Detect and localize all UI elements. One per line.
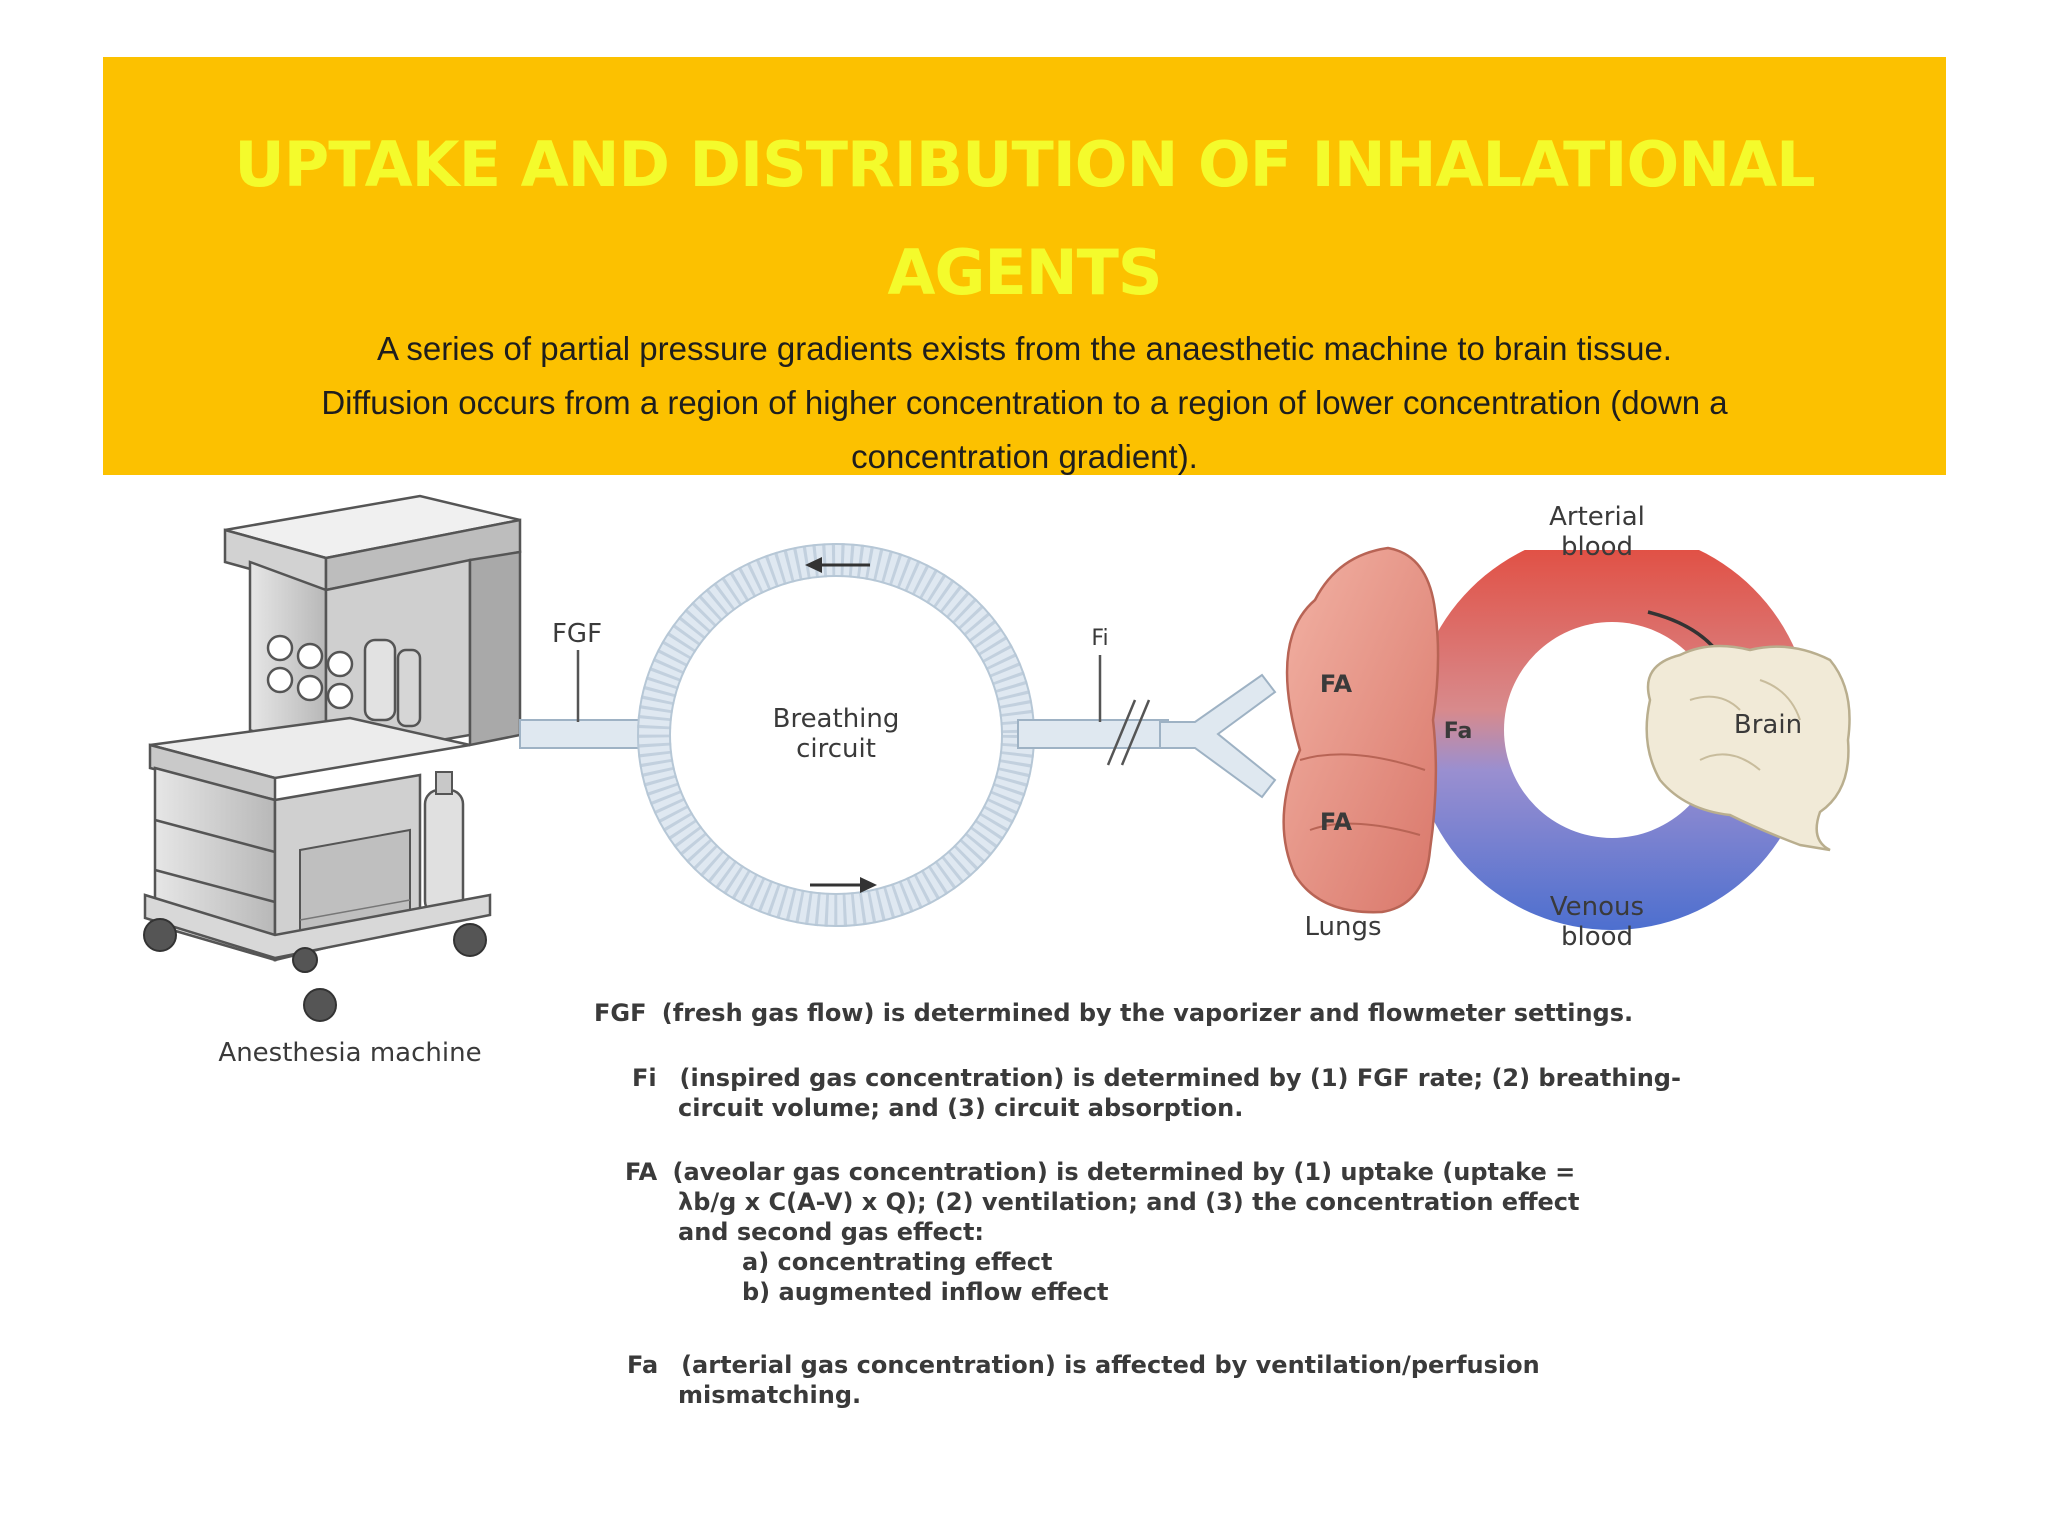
legend-fi: Fi (inspired gas concentration) is deter… [632, 1063, 1681, 1093]
legend-fart-cont: mismatching. [678, 1380, 861, 1410]
subtitle-line-1: A series of partial pressure gradients e… [377, 330, 1672, 367]
fi-label: Fi [1091, 626, 1108, 651]
fgf-label: FGF [552, 619, 602, 649]
slide-title-line-1: UPTAKE AND DISTRIBUTION OF INHALATIONAL [234, 128, 1815, 201]
breathing-circuit [637, 543, 1277, 927]
circuit-label-2: circuit [796, 734, 876, 764]
fa-label-upper: FA [1320, 670, 1353, 698]
legend-fa-text-5: b) augmented inflow effect [742, 1278, 1109, 1306]
legend-fa-text-1: (aveolar gas concentration) is determine… [672, 1158, 1576, 1186]
legend-fi-text-1: (inspired gas concentration) is determin… [679, 1064, 1681, 1092]
arterial-label-2: blood [1561, 532, 1633, 562]
fa-label-lower: FA [1320, 808, 1353, 836]
venous-label-1: Venous [1550, 892, 1644, 922]
fa-blood-label: Fa [1444, 719, 1473, 744]
legend-fart-symbol: Fa [627, 1351, 659, 1379]
legend-fa-text-4: a) concentrating effect [742, 1248, 1053, 1276]
venous-label-2: blood [1561, 922, 1633, 952]
title-banner [103, 57, 1946, 475]
lungs [1282, 546, 1440, 914]
anesthesia-machine [143, 494, 661, 1022]
legend-fgf-text: (fresh gas flow) is determined by the va… [661, 999, 1634, 1027]
legend-fa-cont-5: b) augmented inflow effect [742, 1277, 1108, 1307]
subtitle-line-2: Diffusion occurs from a region of higher… [321, 384, 1728, 421]
legend-fa-text-2: λb/g x C(A-V) x Q); (2) ventilation; and… [678, 1188, 1580, 1216]
legend-fart-text-1: (arterial gas concentration) is affected… [681, 1351, 1540, 1379]
legend-fgf: FGF (fresh gas flow) is determined by th… [594, 998, 1633, 1028]
machine-label: Anesthesia machine [218, 1038, 481, 1068]
brain-label: Brain [1734, 710, 1802, 740]
legend-fart: Fa (arterial gas concentration) is affec… [627, 1350, 1540, 1380]
legend-fgf-symbol: FGF [594, 999, 647, 1027]
legend-fa-text-3: and second gas effect: [678, 1218, 985, 1246]
legend-fa-symbol: FA [625, 1158, 658, 1186]
legend-fa: FA (aveolar gas concentration) is determ… [625, 1157, 1575, 1187]
arrow-right-icon [860, 877, 877, 893]
legend-fa-cont-3: and second gas effect: [678, 1217, 984, 1247]
arterial-label-1: Arterial [1549, 502, 1645, 532]
legend-fi-symbol: Fi [632, 1064, 657, 1092]
arrow-left-icon [805, 557, 822, 573]
legend-fi-text-2: circuit volume; and (3) circuit absorpti… [678, 1094, 1244, 1122]
lungs-label: Lungs [1304, 912, 1381, 942]
legend-fi-cont: circuit volume; and (3) circuit absorpti… [678, 1093, 1243, 1123]
slide-title-line-2: AGENTS [887, 236, 1162, 309]
circuit-label-1: Breathing [773, 704, 900, 734]
legend-fa-cont-2: λb/g x C(A-V) x Q); (2) ventilation; and… [678, 1187, 1580, 1217]
brain [1645, 644, 1851, 852]
legend-fa-cont-4: a) concentrating effect [742, 1247, 1052, 1277]
subtitle-line-3: concentration gradient). [851, 438, 1198, 475]
legend-fart-text-2: mismatching. [678, 1381, 862, 1409]
